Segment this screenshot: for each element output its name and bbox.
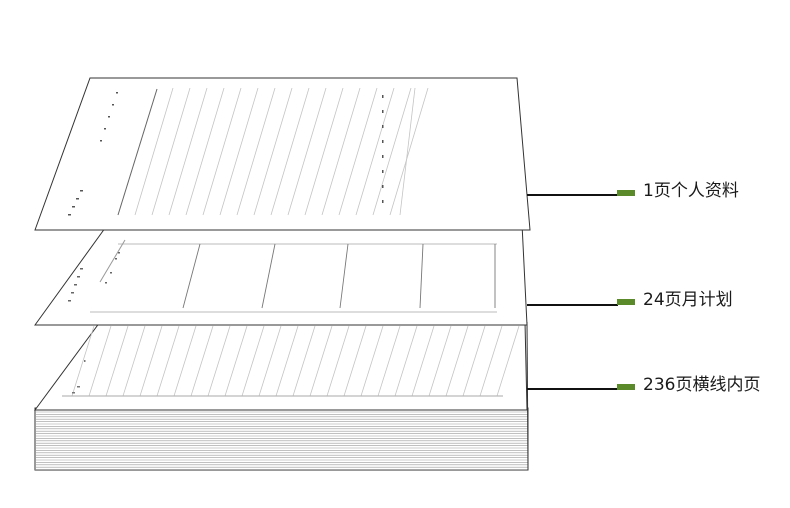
ruled-line <box>139 325 163 397</box>
personal-info-marks <box>68 92 384 216</box>
ruled-page-marks <box>72 360 86 394</box>
ruled-line <box>326 325 350 397</box>
ruled-line <box>105 325 129 397</box>
ruled-line <box>394 325 418 397</box>
ruled-line <box>343 325 367 397</box>
ruled-line <box>190 325 214 397</box>
ruled-line <box>445 325 469 397</box>
info-line <box>372 87 412 216</box>
info-line <box>399 87 416 216</box>
info-line <box>134 87 174 216</box>
callout-marker-ruled <box>617 384 635 390</box>
ruled-line <box>411 325 435 397</box>
ruled-line <box>479 325 503 397</box>
callout-marker-monthly <box>617 299 635 305</box>
page-stack-edges <box>34 321 529 471</box>
ruled-line <box>156 325 180 397</box>
month-column-line <box>339 243 349 309</box>
info-line <box>321 87 361 216</box>
info-line <box>389 87 429 216</box>
ruled-line <box>241 325 265 397</box>
info-line <box>338 87 378 216</box>
callout-label-monthly: 24页月计划 <box>643 290 733 310</box>
ruled-page-sheet <box>34 321 528 411</box>
monthly-plan-sheet <box>34 223 528 326</box>
info-line <box>202 87 242 216</box>
info-line <box>253 87 293 216</box>
info-line <box>270 87 310 216</box>
ruled-line <box>462 325 486 397</box>
info-line <box>355 87 395 216</box>
callout-label-personal: 1页个人资料 <box>643 181 739 201</box>
ruled-line <box>71 325 95 397</box>
ruled-line <box>377 325 401 397</box>
monthly-plan-marks <box>68 252 120 302</box>
callout-leaders <box>527 190 635 390</box>
info-line <box>304 87 344 216</box>
ruled-line <box>292 325 316 397</box>
ruled-line <box>428 325 452 397</box>
info-line <box>219 87 259 216</box>
monthly-plan-columns <box>182 243 496 309</box>
ruled-line <box>496 325 520 397</box>
ruled-line <box>258 325 282 397</box>
stack-block <box>34 407 529 471</box>
ruled-page-lines <box>71 325 520 397</box>
info-line <box>168 87 208 216</box>
ruled-line <box>275 325 299 397</box>
callout-label-ruled: 236页横线内页 <box>643 375 761 395</box>
info-line <box>185 87 225 216</box>
ruled-line <box>309 325 333 397</box>
ruled-line <box>173 325 197 397</box>
info-line <box>236 87 276 216</box>
info-line <box>151 87 191 216</box>
personal-info-sheet <box>34 77 531 231</box>
month-column-line <box>261 243 276 309</box>
month-column-line <box>182 243 201 309</box>
ruled-line <box>224 325 248 397</box>
ruled-line <box>88 325 112 397</box>
callout-marker-personal <box>617 190 635 196</box>
month-column-line <box>419 243 424 309</box>
ruled-line <box>207 325 231 397</box>
personal-info-lines <box>134 87 429 216</box>
ruled-line <box>122 325 146 397</box>
info-line <box>287 87 327 216</box>
stack-right-edge <box>526 321 529 471</box>
ruled-line <box>360 325 384 397</box>
